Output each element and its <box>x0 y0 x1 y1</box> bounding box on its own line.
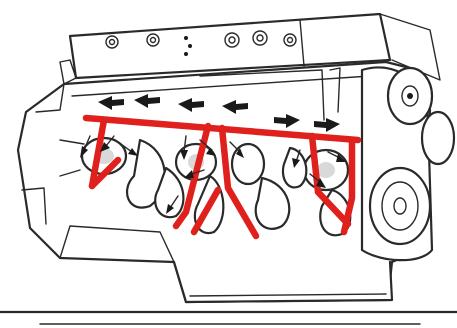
oil-pan <box>0 262 457 324</box>
front-pulleys <box>362 67 454 260</box>
